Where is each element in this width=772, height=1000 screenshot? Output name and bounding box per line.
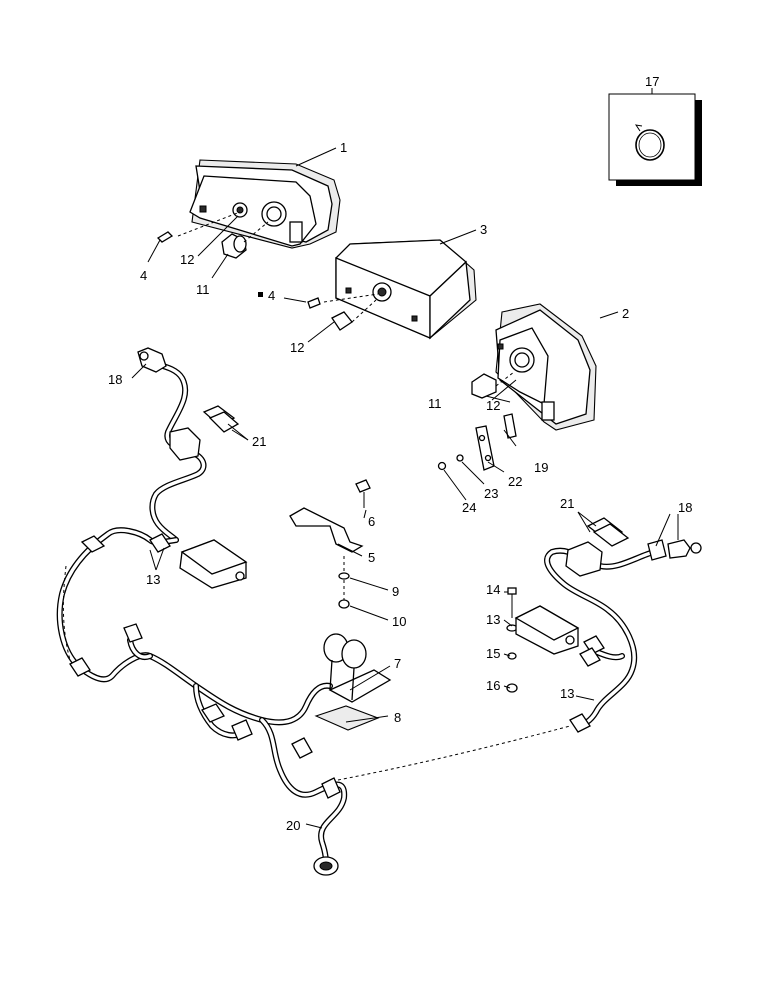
label-pad-part-21-right — [586, 517, 630, 547]
bulb-socket-part-18-left — [137, 347, 167, 373]
connector-part-13-right-lower — [569, 713, 591, 733]
callout-12-upper: 12 — [180, 252, 194, 267]
callout-4-center: 4 — [268, 288, 275, 303]
callout-18-left: 18 — [108, 372, 122, 387]
callout-17: 17 — [645, 74, 659, 89]
callout-4-upper: 4 — [140, 268, 147, 283]
nut-part-16 — [506, 683, 518, 693]
socket-part-12-center — [331, 311, 353, 331]
nut-part-10 — [338, 599, 350, 609]
washer-part-9 — [338, 572, 350, 580]
connector-block-right — [565, 541, 603, 577]
callout-24: 24 — [462, 500, 476, 515]
detail-box-17 — [608, 88, 702, 186]
connector-main-2 — [69, 657, 91, 677]
connector-right-b — [579, 647, 601, 667]
connector-main-1 — [123, 623, 143, 643]
washer-part-23 — [456, 454, 464, 462]
bracket-part-19 — [503, 413, 517, 439]
callout-7: 7 — [394, 656, 401, 671]
callout-14: 14 — [486, 582, 500, 597]
callout-3: 3 — [480, 222, 487, 237]
left-tail-lamp-part-1 — [189, 159, 341, 249]
callout-12-center: 12 — [290, 340, 304, 355]
round-connector-part-20 — [313, 856, 339, 876]
bolt-part-14 — [507, 587, 517, 618]
callout-12-right: 12 — [486, 398, 500, 413]
callout-9: 9 — [392, 584, 399, 599]
callout-5: 5 — [368, 550, 375, 565]
label-pad-part-21-left — [202, 405, 240, 433]
bulb-socket-part-18-right — [647, 539, 702, 561]
bulb-part-11-upper — [221, 233, 247, 259]
callout-21-right: 21 — [560, 496, 574, 511]
left-lamp-harness — [147, 359, 207, 543]
callout-23: 23 — [484, 486, 498, 501]
callout-13-left: 13 — [146, 572, 160, 587]
connector-block-left — [169, 427, 201, 461]
callout-1: 1 — [340, 140, 347, 155]
bullet-marker — [258, 292, 263, 297]
callout-6: 6 — [368, 514, 375, 529]
connector-main-5 — [291, 737, 313, 759]
main-harness-part-20 — [75, 637, 348, 869]
callout-10: 10 — [392, 614, 406, 629]
callout-18-right: 18 — [678, 500, 692, 515]
callout-22: 22 — [508, 474, 522, 489]
right-tail-lamp-part-2 — [495, 303, 597, 431]
callout-13-right: 13 — [486, 612, 500, 627]
relay-part-7 — [323, 633, 392, 703]
callout-16: 16 — [486, 678, 500, 693]
screw-part-4-upper — [156, 231, 174, 243]
callout-11-upper: 11 — [196, 282, 210, 297]
connector-part-13-left-b — [149, 533, 171, 553]
connector-main-4 — [231, 719, 253, 741]
bulb-part-11-right — [471, 373, 497, 399]
callout-labels: 1 2 3 4 4 5 6 7 8 9 10 11 11 12 12 12 13… — [108, 74, 692, 833]
callout-11-right: 11 — [428, 396, 442, 411]
callout-2: 2 — [622, 306, 629, 321]
hose-clamp-part-17 — [635, 129, 665, 161]
flasher-module-right — [514, 605, 580, 655]
bracket-part-5 — [289, 507, 364, 553]
callout-8: 8 — [394, 710, 401, 725]
pad-part-8 — [314, 705, 380, 731]
callout-13-right-lower: 13 — [560, 686, 574, 701]
screw-part-4-center — [307, 297, 321, 309]
center-lamp-part-3 — [335, 239, 477, 340]
connector-part-13-left-a — [80, 535, 106, 553]
nut-part-24 — [437, 461, 447, 471]
callout-19: 19 — [534, 460, 548, 475]
connector-main-6 — [321, 777, 341, 799]
bolt-part-6 — [355, 479, 371, 508]
connector-main-3 — [201, 703, 225, 723]
callout-15: 15 — [486, 646, 500, 661]
bracket-part-22 — [475, 425, 495, 471]
callout-20: 20 — [286, 818, 300, 833]
flasher-module-left — [179, 539, 248, 589]
washer-part-15 — [507, 652, 517, 660]
leader-lines — [131, 147, 679, 829]
callout-21-left: 21 — [252, 434, 266, 449]
